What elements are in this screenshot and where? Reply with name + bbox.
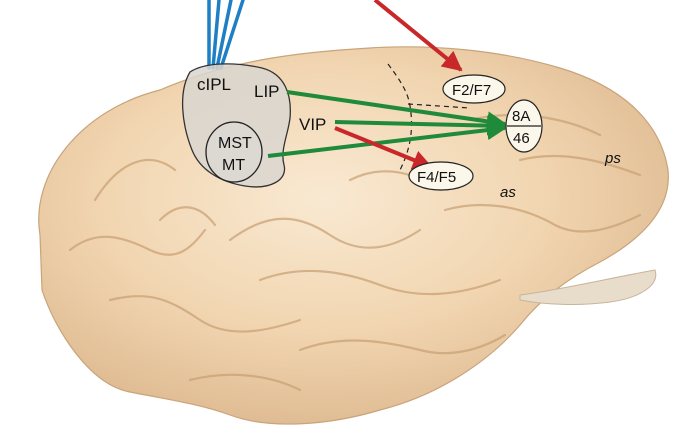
area-8a-label: 8A (512, 108, 530, 125)
mst-label: MST (218, 135, 252, 152)
f4f5-label: F4/F5 (417, 169, 456, 186)
vip-label: VIP (299, 115, 326, 134)
f2f7-label: F2/F7 (452, 82, 491, 99)
mt-label: MT (222, 157, 245, 174)
arcuate-sulcus-label: as (500, 184, 516, 201)
lip-label: LIP (254, 82, 280, 101)
area-46-label: 46 (513, 130, 530, 147)
blue-input-lines (209, 0, 243, 68)
principal-sulcus-label: ps (604, 150, 621, 167)
cipl-label: cIPL (197, 75, 231, 94)
